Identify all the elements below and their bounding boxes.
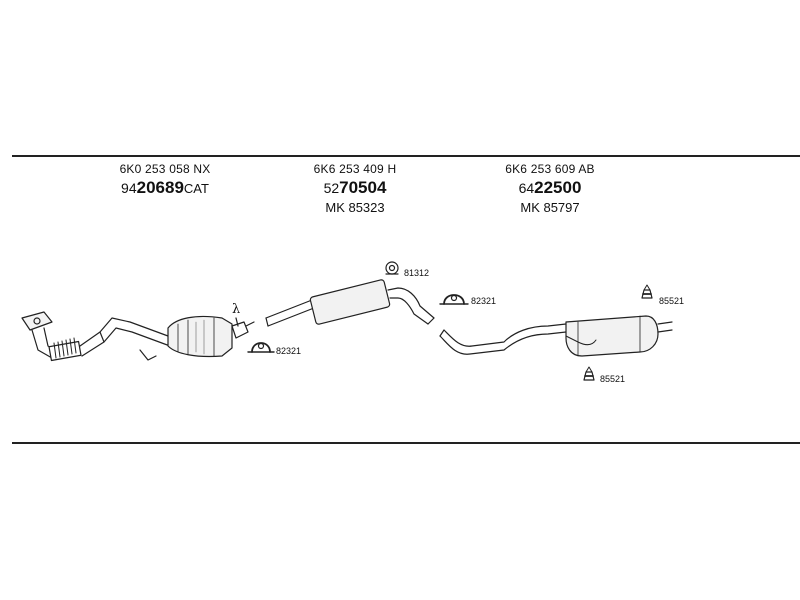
catalytic-converter-assembly — [21, 311, 255, 362]
oe-number: 6K0 253 058 NX — [119, 162, 211, 176]
middle-silencer — [265, 279, 435, 327]
top-divider-line — [12, 155, 800, 157]
oe-number: 6K6 253 609 AB — [505, 162, 595, 176]
lambda-sensor-pointer — [235, 317, 239, 327]
oe-number: 6K6 253 409 H — [313, 162, 397, 176]
rear-silencer-assembly — [439, 315, 673, 357]
part-label-middle-silencer: 6K6 253 409 H 5270504 MK 85323 — [285, 162, 425, 215]
mount-rubber-upper-icon — [641, 284, 653, 299]
clamp-left-label: 82321 — [276, 346, 302, 356]
mk-number: MK 85323 — [325, 199, 385, 215]
gasket-label: 81312 — [404, 268, 430, 278]
part-label-catalytic-converter: 6K0 253 058 NX 9420689CAT — [90, 162, 240, 198]
clamp-left-icon — [247, 342, 275, 353]
clamp-right-label: 82321 — [471, 296, 497, 306]
part-number: 5270504 — [323, 178, 387, 198]
clamp-right-icon — [439, 294, 469, 305]
lambda-sensor-symbol: λ — [232, 302, 241, 317]
mount-rubber-lower-icon — [583, 366, 595, 381]
part-number: 9420689CAT — [121, 178, 209, 198]
bottom-divider-line — [12, 442, 800, 444]
part-label-rear-silencer: 6K6 253 609 AB 6422500 MK 85797 — [480, 162, 620, 215]
part-number: 6422500 — [518, 178, 582, 198]
mount-upper-label: 85521 — [659, 296, 685, 306]
gasket-ring-icon — [385, 261, 399, 275]
mount-lower-label: 85521 — [600, 374, 626, 384]
mk-number: MK 85797 — [520, 199, 580, 215]
